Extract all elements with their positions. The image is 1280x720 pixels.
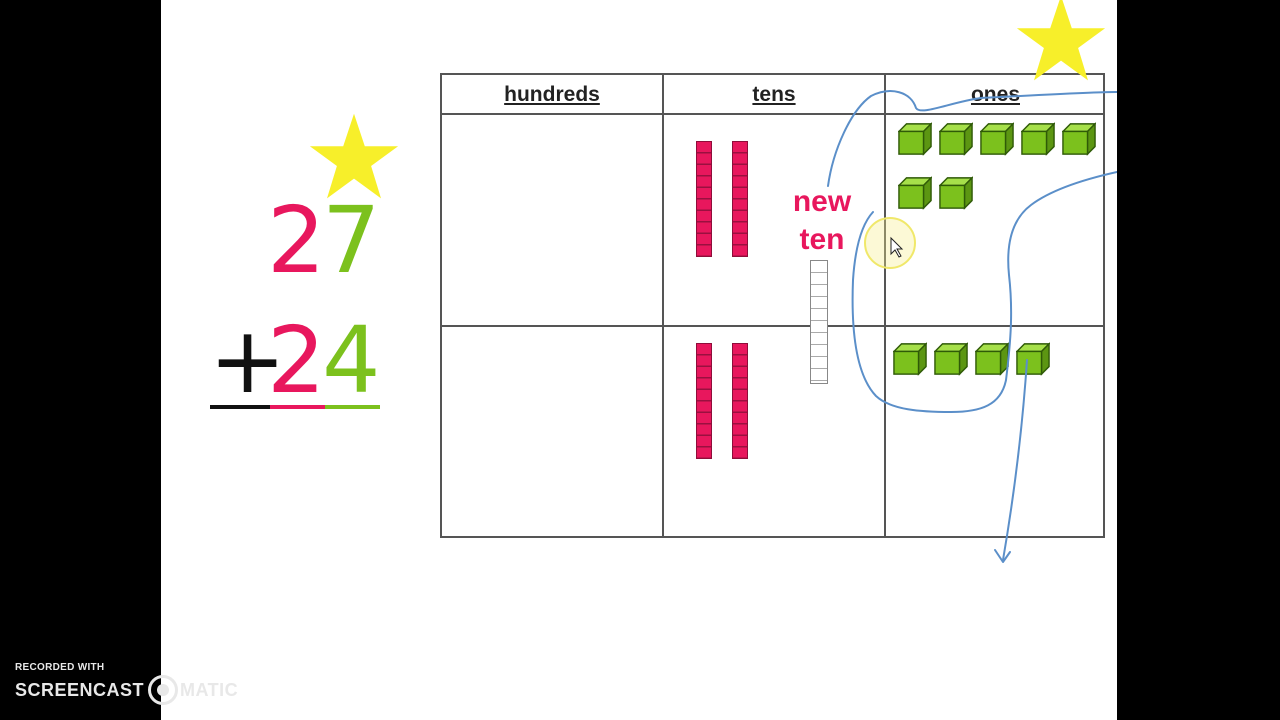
ones-cube <box>980 122 1014 156</box>
tens-rod <box>732 343 748 459</box>
pen-arrow-stroke <box>1002 359 1028 561</box>
cursor-highlight <box>864 217 916 269</box>
place-value-chart: hundreds tens ones new ten <box>440 73 1105 538</box>
row-divider <box>442 325 1103 327</box>
star-icon-left <box>309 113 399 199</box>
new-ten-line2: ten <box>799 223 845 256</box>
tens-rod <box>696 141 712 257</box>
header-hundreds: hundreds <box>504 83 600 106</box>
tens-rod <box>732 141 748 257</box>
new-ten-label: new ten <box>782 183 862 259</box>
star-icon-right <box>1016 0 1106 81</box>
pen-stroke <box>827 90 1117 187</box>
new-ten-rod <box>810 260 828 384</box>
ones-cube <box>898 122 932 156</box>
pen-stroke <box>851 171 1117 413</box>
header-divider <box>442 113 1103 115</box>
tens-rod <box>696 343 712 459</box>
ones-cube <box>934 342 968 376</box>
watermark-brand-left: SCREENCAST <box>15 679 145 700</box>
watermark-brand-right: MATIC <box>180 679 239 700</box>
second-number-tens-digit: 2 <box>267 307 326 414</box>
ones-cube <box>1016 342 1050 376</box>
cursor-icon <box>890 236 904 258</box>
ones-cube <box>893 342 927 376</box>
divider <box>662 75 664 536</box>
first-number-ones-digit: 7 <box>322 187 381 294</box>
ones-cube <box>975 342 1009 376</box>
sum-line-pink <box>270 405 325 409</box>
header-tens: tens <box>752 83 796 106</box>
watermark-top-text: RECORDED WITH <box>15 662 105 673</box>
ones-cube <box>1062 122 1096 156</box>
recorder-watermark: RECORDED WITH SCREENCAST MATIC <box>15 662 238 705</box>
sum-line-black <box>210 405 270 409</box>
pen-annotation-layer <box>827 90 1117 563</box>
first-number-tens-digit: 2 <box>267 187 326 294</box>
screencast-logo-icon <box>148 675 179 705</box>
ones-cube <box>939 176 973 210</box>
header-ones: ones <box>970 83 1020 106</box>
divider <box>884 75 886 536</box>
slide-canvas: 2 7 + 2 4 hundreds tens ones new ten <box>161 0 1117 720</box>
second-number-ones-digit: 4 <box>322 307 381 414</box>
plus-sign: + <box>209 307 287 414</box>
new-ten-line1: new <box>792 185 852 218</box>
ones-cube <box>1021 122 1055 156</box>
ones-cube <box>898 176 932 210</box>
ones-cube <box>939 122 973 156</box>
sum-line-green <box>325 405 380 409</box>
pen-arrow-head <box>994 549 1011 563</box>
